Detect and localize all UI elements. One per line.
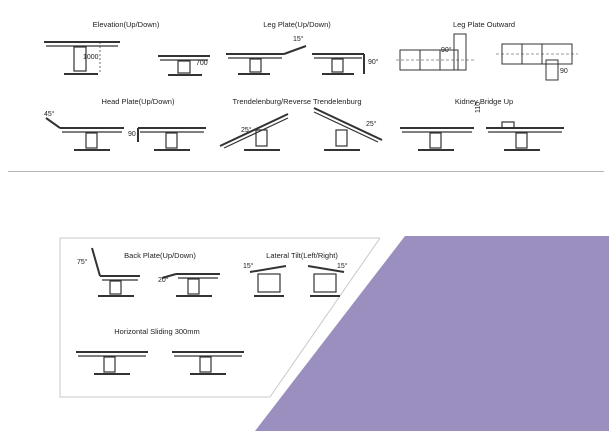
elevation-low-dim: 700 xyxy=(196,60,208,67)
sliding-title: Horizontal Sliding 300mm xyxy=(114,327,200,336)
head-plate-diagram xyxy=(45,117,206,151)
leg-plate-up-angle: 15° xyxy=(293,36,304,43)
elevation-diagram xyxy=(44,41,210,76)
leg-plate-title: Leg Plate(Up/Down) xyxy=(263,20,331,29)
leg-outward-angle-a: 90° xyxy=(441,47,452,54)
trendelenburg-angle-a: 25° xyxy=(241,127,252,134)
lateral-tilt-left-angle: 15° xyxy=(243,263,254,270)
back-plate-title: Back Plate(Up/Down) xyxy=(124,251,196,260)
leg-plate-down-angle: 90° xyxy=(368,59,379,66)
back-plate-up-angle: 75° xyxy=(77,259,88,266)
back-plate-down-angle: 20° xyxy=(158,277,169,284)
kidney-bridge-dim: 110 xyxy=(475,101,482,113)
leg-plate-diagram xyxy=(226,45,365,75)
elevation-high-dim: 1000 xyxy=(83,54,99,61)
leg-outward-diagram xyxy=(396,33,578,81)
kidney-bridge-title: Kidney Bridge Up xyxy=(454,97,514,106)
leg-outward-angle-b: 90 xyxy=(560,68,568,75)
section-divider xyxy=(8,171,604,172)
sliding-diagram xyxy=(76,351,244,375)
leg-outward-title: Leg Plate Outward xyxy=(452,20,516,29)
lateral-tilt-title: Lateral Tilt(Left/Right) xyxy=(266,251,338,260)
lateral-tilt-right-angle: 15° xyxy=(337,263,348,270)
head-plate-down-angle: 90 xyxy=(128,131,136,138)
lateral-tilt-diagram xyxy=(249,265,345,297)
trendelenburg-title: Trendelenburg/Reverse Trendelenburg xyxy=(232,97,362,106)
elevation-title: Elevation(Up/Down) xyxy=(92,20,160,29)
kidney-bridge-diagram xyxy=(400,121,564,151)
head-plate-title: Head Plate(Up/Down) xyxy=(101,97,175,106)
trendelenburg-diagram xyxy=(219,107,383,151)
trendelenburg-angle-b: 25° xyxy=(366,121,377,128)
head-plate-up-angle: 45° xyxy=(44,111,55,118)
back-plate-diagram xyxy=(91,247,220,297)
